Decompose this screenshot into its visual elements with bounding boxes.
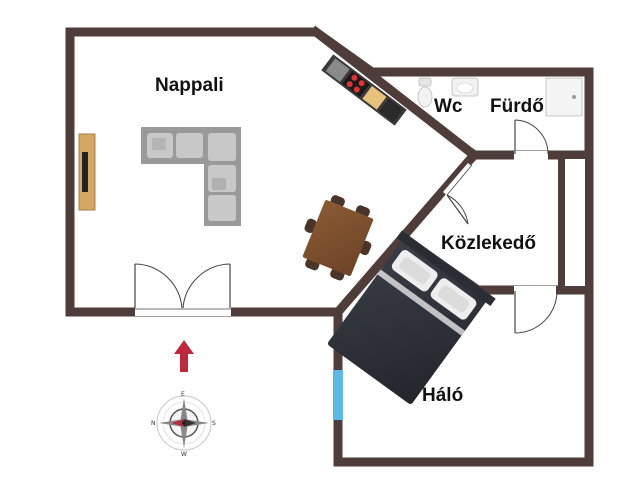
living-room-door[interactable]: [134, 263, 231, 316]
room-label-nappali: Nappali: [155, 75, 224, 96]
dining-table: [302, 195, 374, 281]
wall-right-gap: [565, 159, 585, 286]
corridor-door[interactable]: [443, 163, 476, 225]
wall-living-wc: [309, 25, 481, 162]
room-label-kozlekedo: Közlekedő: [441, 233, 536, 254]
room-label-wc: Wc: [434, 96, 463, 117]
compass-letter-n: N: [151, 420, 156, 427]
wall-right-inner: [558, 155, 565, 290]
room-label-halo: Háló: [422, 385, 463, 406]
toilet: [417, 77, 433, 108]
bedroom-door[interactable]: [514, 286, 558, 334]
compass-letter-s: S: [212, 420, 216, 427]
sink: [451, 77, 479, 97]
compass-icon: E S W N: [151, 391, 216, 458]
compass-letter-w: W: [181, 451, 187, 458]
tv-cabinet: [78, 133, 96, 211]
window: [334, 370, 343, 420]
kitchen-counter: [321, 54, 407, 126]
bed: [327, 230, 496, 405]
room-label-furdo: Fürdő: [490, 96, 544, 117]
entrance-arrow-icon: [174, 340, 194, 372]
sofa: [141, 127, 241, 226]
compass-letter-e: E: [181, 391, 185, 398]
wall-living-corridor: [331, 148, 481, 319]
bathroom-door[interactable]: [514, 119, 549, 160]
shower: [545, 77, 583, 117]
